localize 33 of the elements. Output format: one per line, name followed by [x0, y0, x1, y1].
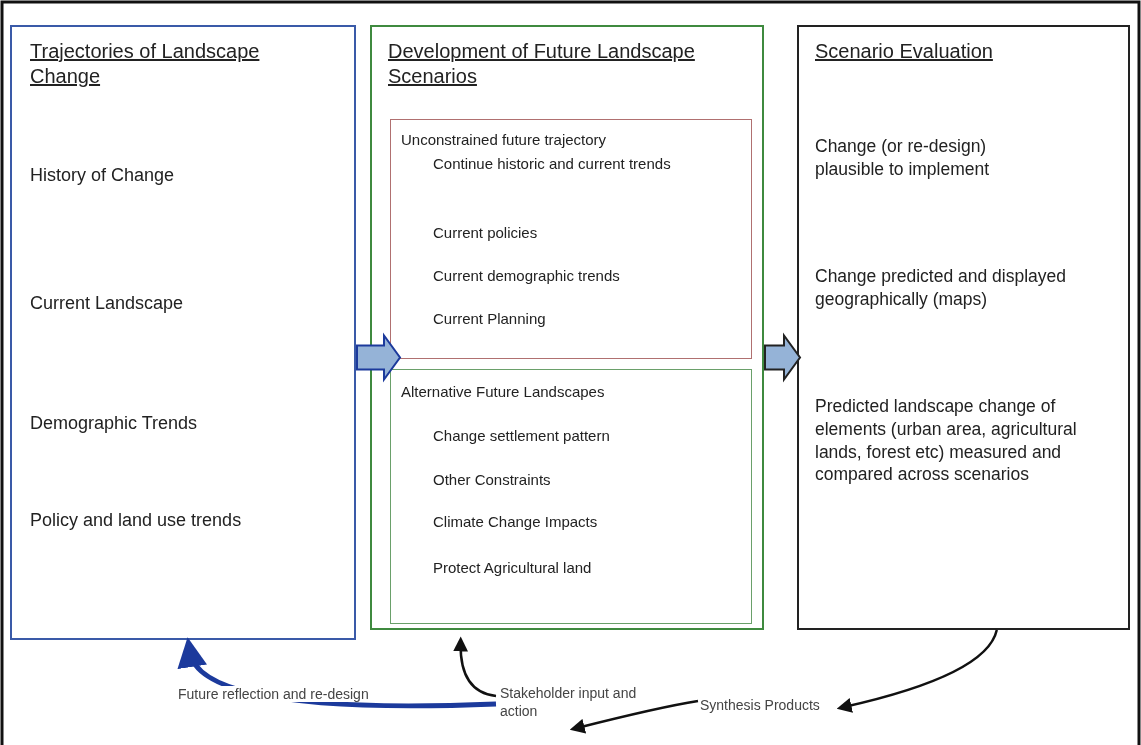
- flow-label: Stakeholder input and action: [500, 684, 638, 721]
- item-text: Change predicted and displayed geographically (maps): [815, 265, 1067, 311]
- curved-arrow: [453, 636, 497, 698]
- item-text: Policy and land use trends: [30, 509, 243, 532]
- item-text: Current policies: [433, 223, 539, 243]
- item-text: Current Planning: [433, 309, 547, 329]
- item-text: Change settlement pattern: [433, 426, 611, 446]
- group-box: [390, 369, 752, 624]
- panel: [370, 25, 764, 630]
- item-text: Demographic Trends: [30, 412, 199, 435]
- panel-title: Scenario Evaluation: [815, 39, 994, 64]
- panel: [797, 25, 1130, 630]
- flow-label: Synthesis Products: [700, 696, 821, 715]
- panel-title: Trajectories of Landscape Change: [30, 39, 261, 89]
- item-text: Predicted landscape change of elements (urban area, agricultural lands, forest etc) measured and compared across scenarios: [815, 395, 1078, 486]
- edge-label: Future reflection and re-design: [176, 686, 371, 702]
- block-arrow: [764, 332, 802, 383]
- curved-arrow: [569, 699, 699, 734]
- item-text: Other Constraints: [433, 470, 552, 490]
- item-text: Protect Agricultural land: [433, 558, 593, 578]
- group-heading: Unconstrained future trajectory: [401, 130, 608, 150]
- group-box: [390, 119, 752, 359]
- panel-title: Development of Future Landscape Scenarios: [388, 39, 696, 89]
- item-text: Continue historic and current trends: [433, 154, 672, 174]
- item-text: Current demographic trends: [433, 266, 621, 286]
- item-text: Change (or re-design) plausible to implement: [815, 135, 991, 181]
- item-text: Climate Change Impacts: [433, 512, 599, 532]
- item-text: Current Landscape: [30, 292, 185, 315]
- panel: [10, 25, 356, 640]
- curved-arrow: [836, 629, 998, 713]
- block-arrow: [356, 332, 402, 383]
- group-heading: Alternative Future Landscapes: [401, 382, 606, 402]
- item-text: History of Change: [30, 164, 176, 187]
